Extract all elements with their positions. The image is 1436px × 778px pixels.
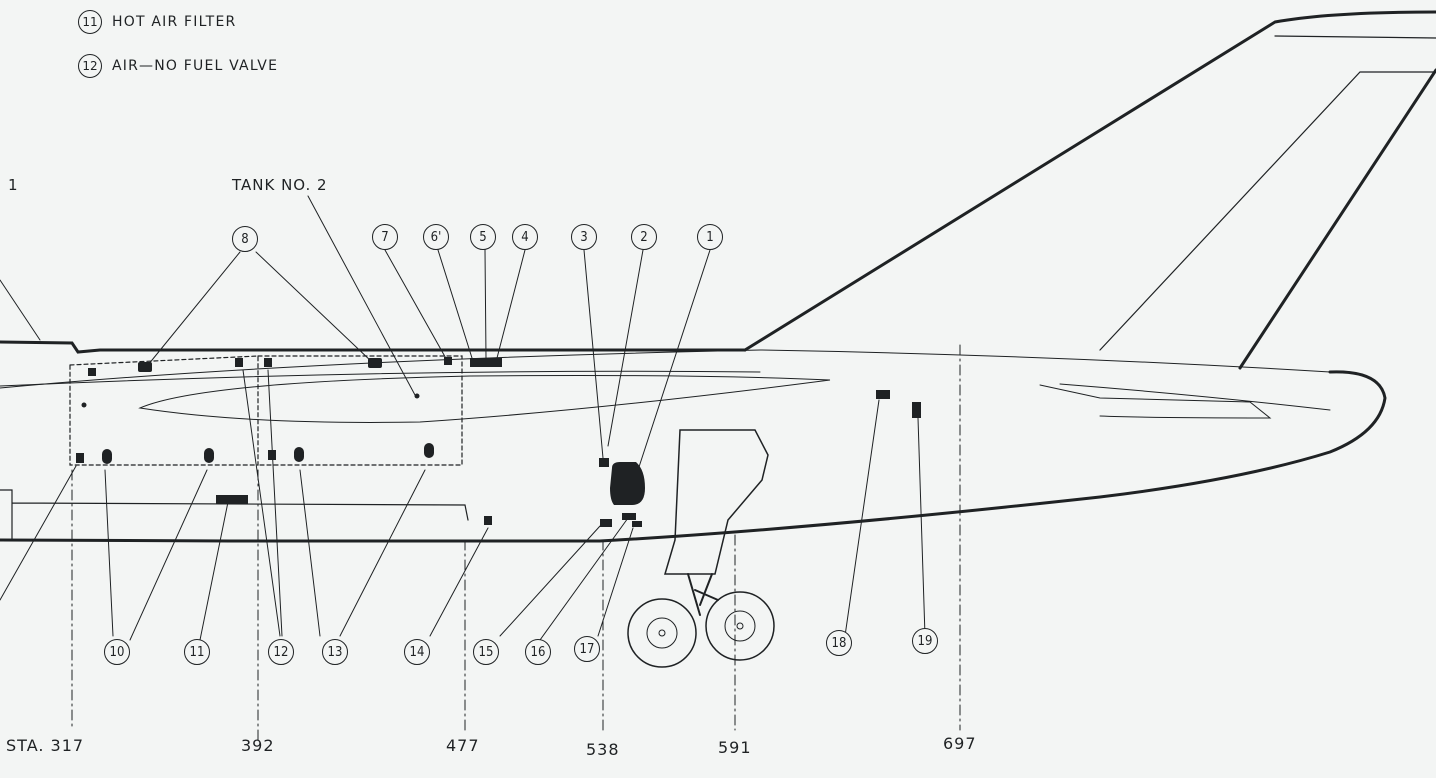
component-12b [264,358,272,367]
callout-18: 18 [826,630,852,656]
callout-16: 16 [525,639,551,665]
station-477: 477 [446,736,480,755]
callout-10: 10 [104,639,130,665]
component-7 [444,357,452,365]
main-wheel-front [627,598,697,668]
component-14 [484,516,492,525]
component-8a [138,362,152,372]
component-15 [600,519,612,527]
component-16 [622,513,636,520]
component-11-filter [216,495,248,504]
tank-label: TANK NO. 2 [232,176,328,194]
callout-1: 1 [697,224,723,250]
callout-19: 19 [912,628,938,654]
component-8b [368,358,382,368]
component-13a [294,447,304,462]
callout-12: 12 [268,639,294,665]
legend-label: HOT AIR FILTER [112,14,237,30]
legend-number: 12 [78,54,102,78]
tail-cone-lines [0,349,1331,419]
component-5-4 [470,358,502,367]
callout-7: 7 [372,224,398,250]
legend-item-11: 11 HOT AIR FILTER [78,10,236,34]
tank-point-1 [81,402,87,408]
station-317: STA. 317 [6,736,85,755]
partial-label: 1 [8,176,19,194]
legend-item-12: 12 AIR—NO FUEL VALVE [78,54,278,78]
gear-strut [687,573,719,616]
component-1-2-unit [610,462,645,505]
chine-line [0,370,761,387]
component-10b [204,448,214,463]
component-18 [876,390,890,399]
vertical-fin-leading-edge [743,10,1436,352]
tank-boundary-1 [69,355,259,466]
callout-11: 11 [184,639,210,665]
callout-17: 17 [574,636,600,662]
station-lines [71,344,961,741]
tank-point-2 [414,393,420,399]
wing-fairing [138,375,831,423]
component-12c [268,450,276,460]
components [76,357,921,527]
station-538: 538 [586,740,620,759]
vertical-fin-trailing-edge [1238,68,1436,370]
callout-14: 14 [404,639,430,665]
callout-6: 6' [423,224,449,250]
component-10a [102,449,112,464]
component-17 [632,521,642,527]
callout-4: 4 [512,224,538,250]
callout-13: 13 [322,639,348,665]
station-591: 591 [718,738,752,757]
component-tank1-top [88,368,96,376]
lower-panel [0,489,469,541]
component-13b [424,443,434,458]
component-3 [599,458,609,467]
callout-5: 5 [470,224,496,250]
main-wheel-rear [705,591,775,661]
fin-rudder-outline [1099,35,1436,351]
callout-3: 3 [571,224,597,250]
fuselage-top [0,340,747,354]
tank-boundary-2 [257,355,463,466]
component-9 [76,453,84,463]
callout-2: 2 [631,224,657,250]
legend-label: AIR—NO FUEL VALVE [112,58,279,74]
landing-gear-door [663,429,769,575]
callout-15: 15 [473,639,499,665]
fuselage-bottom [0,370,1387,543]
station-392: 392 [241,736,275,755]
station-697: 697 [943,734,977,753]
leader-lines [0,195,926,641]
legend-number: 11 [78,10,102,34]
component-19 [912,402,921,418]
component-12a [235,358,243,367]
callout-8: 8 [232,226,258,252]
